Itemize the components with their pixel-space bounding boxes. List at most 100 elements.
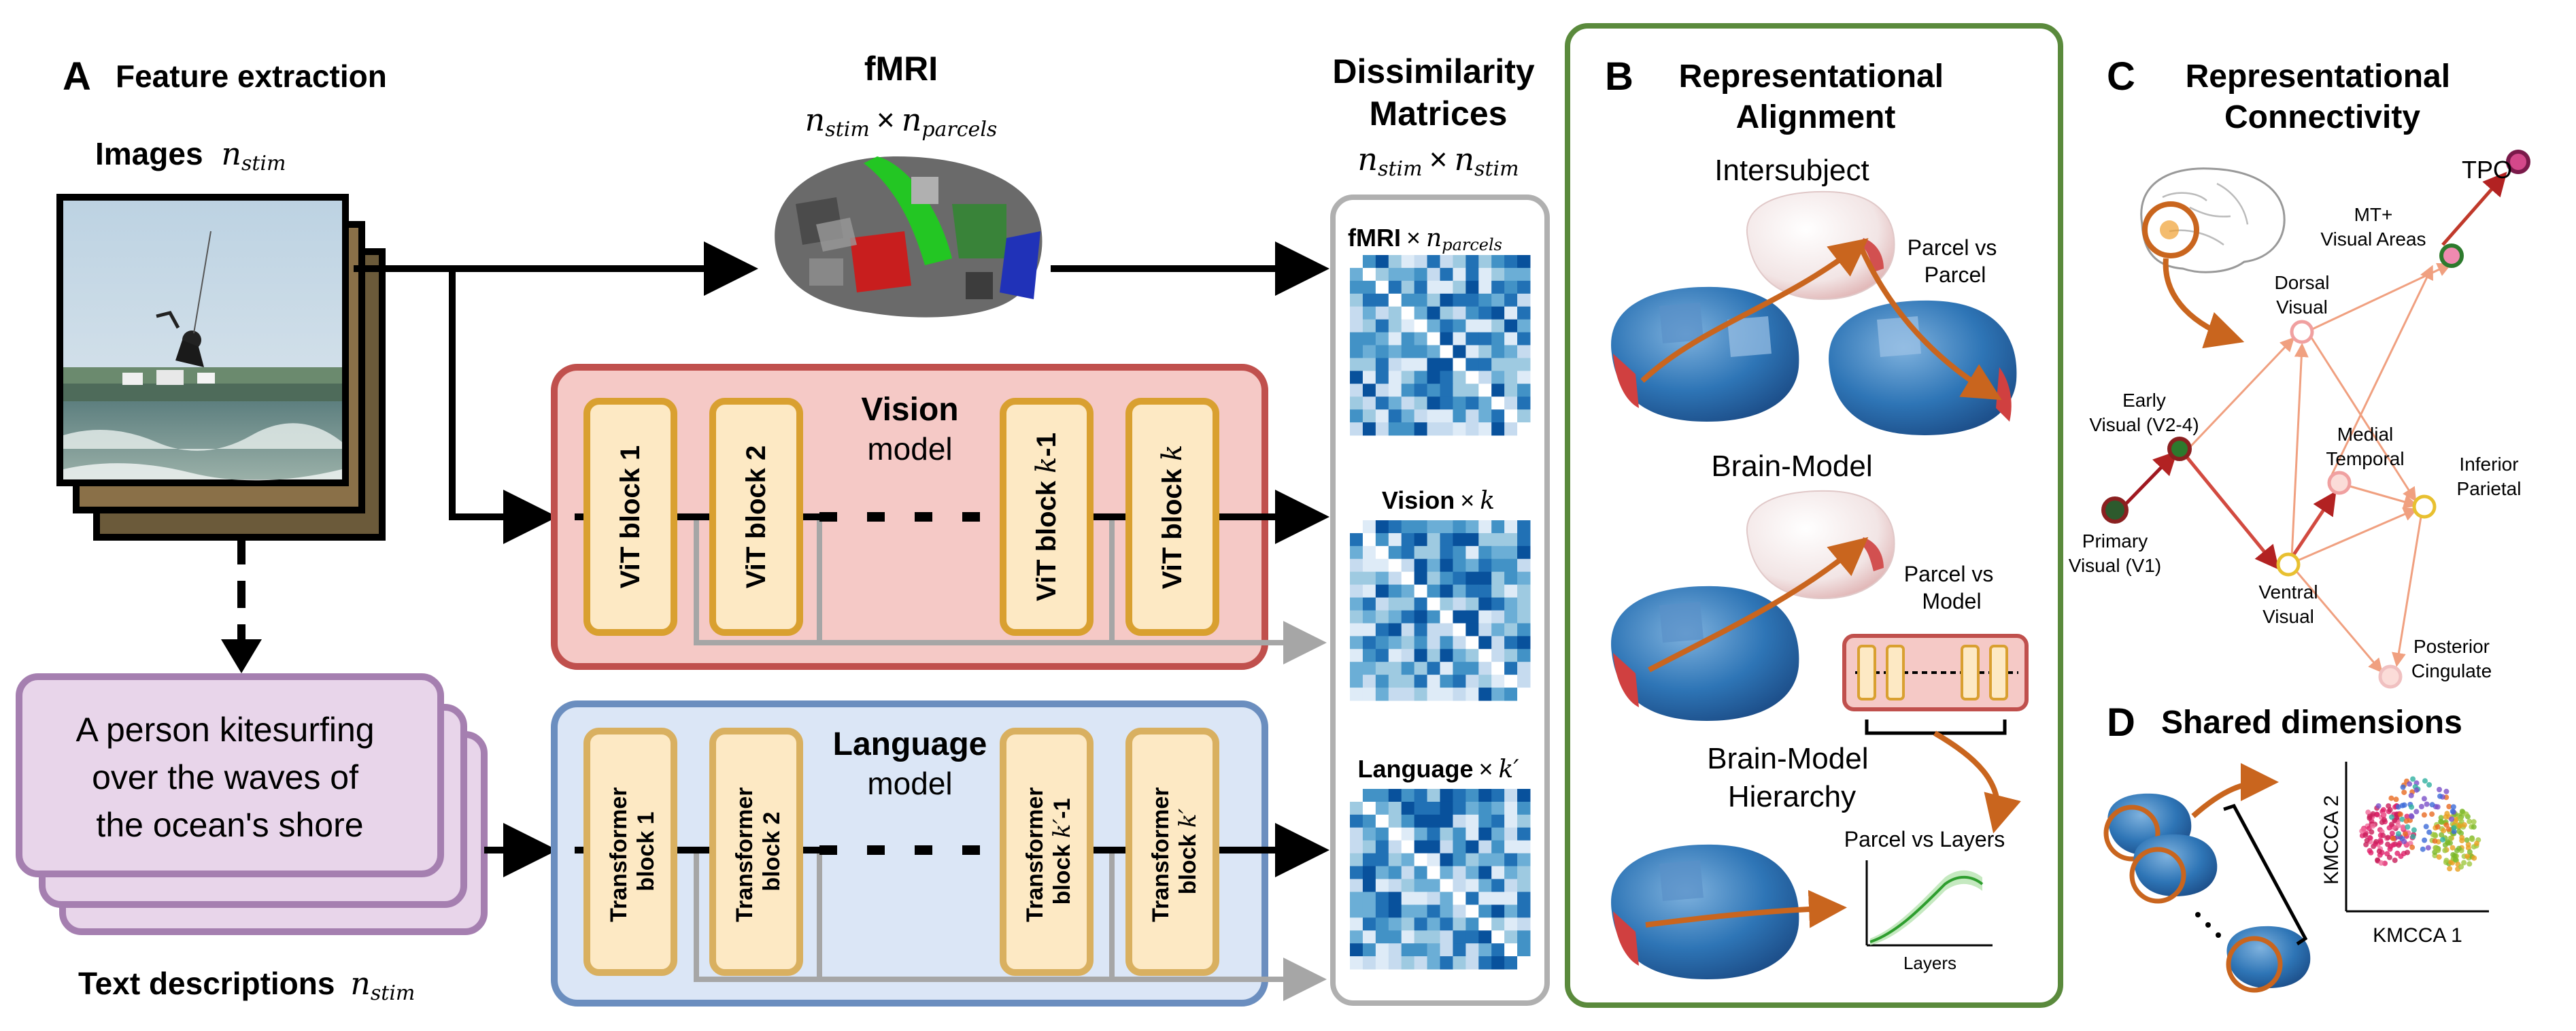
matrix-cell (1465, 623, 1479, 637)
matrix-cell (1504, 801, 1518, 815)
matrix-cell (1478, 520, 1492, 534)
matrix-cell (1414, 293, 1428, 307)
matrix-cell (1517, 905, 1531, 918)
matrix-cell (1465, 545, 1479, 560)
matrix-cell (1478, 649, 1492, 662)
panel-a-title: Feature extraction (116, 58, 387, 94)
matrix-cell (1517, 636, 1531, 649)
matrix-cell (1401, 533, 1415, 547)
matrix-cell (1465, 879, 1479, 892)
matrix-cell (1388, 610, 1402, 624)
matrix-cell (1350, 255, 1363, 269)
matrix-cell (1350, 853, 1363, 867)
matrix-cell (1350, 662, 1363, 675)
matrix-cell (1465, 905, 1479, 918)
vit-block-2: ViT block 2 (709, 398, 803, 636)
matrix-cell (1504, 584, 1518, 598)
matrix-cell (1478, 345, 1492, 358)
scatter-point (2437, 787, 2442, 792)
matrix-cell (1453, 558, 1466, 573)
matrix-cell (1375, 332, 1389, 345)
matrix-cell (1465, 610, 1479, 624)
matrix-cell (1453, 422, 1466, 436)
matrix-cell (1414, 892, 1428, 905)
matrix-cell (1427, 636, 1440, 649)
matrix-cell (1517, 662, 1531, 675)
matrix-cell (1453, 332, 1466, 345)
matrix-cell (1465, 956, 1479, 970)
scatter-point (2403, 818, 2409, 824)
matrix-cell (1517, 943, 1531, 957)
matrix-cell (1478, 610, 1492, 624)
matrix-cell (1478, 558, 1492, 573)
scatter-point (2381, 811, 2387, 817)
scatter-point (2421, 812, 2427, 818)
matrix-cell (1414, 255, 1428, 269)
matrix-cell (1478, 636, 1492, 649)
matrix-cell (1440, 675, 1453, 688)
matrix-cell (1453, 789, 1466, 802)
matrix-cell (1491, 801, 1505, 815)
matrix-cell (1504, 267, 1518, 282)
matrix-cell (1401, 917, 1415, 931)
matrix-cell (1453, 384, 1466, 397)
parcel-vs-model-label: Parcel vs Model (1904, 562, 1999, 613)
matrix-cell (1427, 801, 1440, 815)
matrix-cell (1491, 384, 1505, 397)
matrix-cell (1491, 662, 1505, 675)
matrix-cell (1491, 892, 1505, 905)
scatter-point (2461, 822, 2467, 828)
matrix-cell (1388, 571, 1402, 586)
scatter-point (2396, 831, 2401, 836)
matrix-cell (1440, 649, 1453, 662)
matrix-cell (1504, 409, 1518, 423)
matrix-cell (1517, 623, 1531, 637)
matrix-cell (1350, 827, 1363, 841)
vit-block-1: ViT block 1 (583, 398, 677, 636)
scatter-point (2464, 837, 2470, 843)
scatter-point (2456, 845, 2462, 851)
matrix-cell (1478, 267, 1492, 282)
scatter-point (2395, 823, 2401, 828)
matrix-cell (1375, 662, 1389, 675)
vision-model-box: Vision model ViT block 1 ViT block 2 ViT… (551, 364, 1329, 670)
matrix-cell (1388, 558, 1402, 573)
matrix-cell (1388, 597, 1402, 611)
matrix-cell (1440, 396, 1453, 410)
matrix-cell (1440, 956, 1453, 970)
matrix-cell (1388, 319, 1402, 333)
matrix-cell (1478, 332, 1492, 345)
matrix-cell (1388, 280, 1402, 294)
matrix-cell (1491, 636, 1505, 649)
matrix-cell (1427, 688, 1440, 701)
matrix-cell (1427, 306, 1440, 320)
matrix-cell (1440, 358, 1453, 371)
panel-b-title: Representational Alignment (1679, 58, 1953, 135)
matrix-cell (1517, 319, 1531, 333)
matrix-cell (1414, 306, 1428, 320)
scatter-point (2410, 834, 2416, 840)
matrix-cell (1414, 636, 1428, 649)
matrix-cell (1350, 814, 1363, 828)
matrix-cell (1465, 332, 1479, 345)
matrix-cell (1362, 422, 1376, 436)
matrix-cell (1465, 293, 1479, 307)
matrix-cell (1465, 930, 1479, 944)
matrix-cell (1362, 866, 1376, 879)
matrix-cell (1517, 533, 1531, 547)
matrix-cell (1504, 917, 1518, 931)
scatter-point (2388, 795, 2394, 801)
matrix-cell (1491, 345, 1505, 358)
matrix-cell (1491, 675, 1505, 688)
matrix-cell (1504, 306, 1518, 320)
matrix-cell (1491, 409, 1505, 423)
scatter-point (2409, 804, 2415, 810)
matrix-cell (1375, 814, 1389, 828)
matrix-cell (1491, 905, 1505, 918)
matrix-cell (1478, 358, 1492, 371)
